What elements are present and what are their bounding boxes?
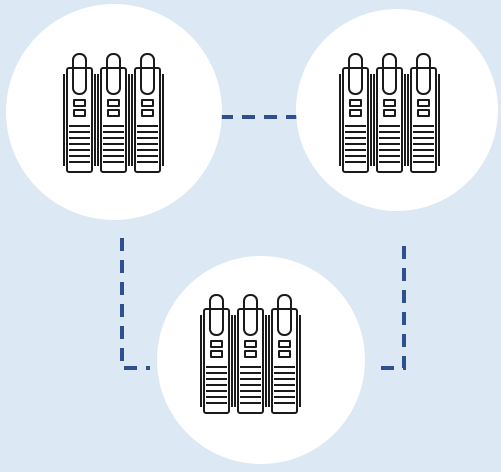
node-bottom — [157, 256, 365, 464]
connector-top-right-to-bottom — [372, 246, 406, 370]
connectors — [120, 115, 406, 370]
connector-top-left-to-bottom — [120, 238, 150, 370]
node-top-right — [296, 9, 498, 211]
node-top-left — [6, 4, 222, 220]
